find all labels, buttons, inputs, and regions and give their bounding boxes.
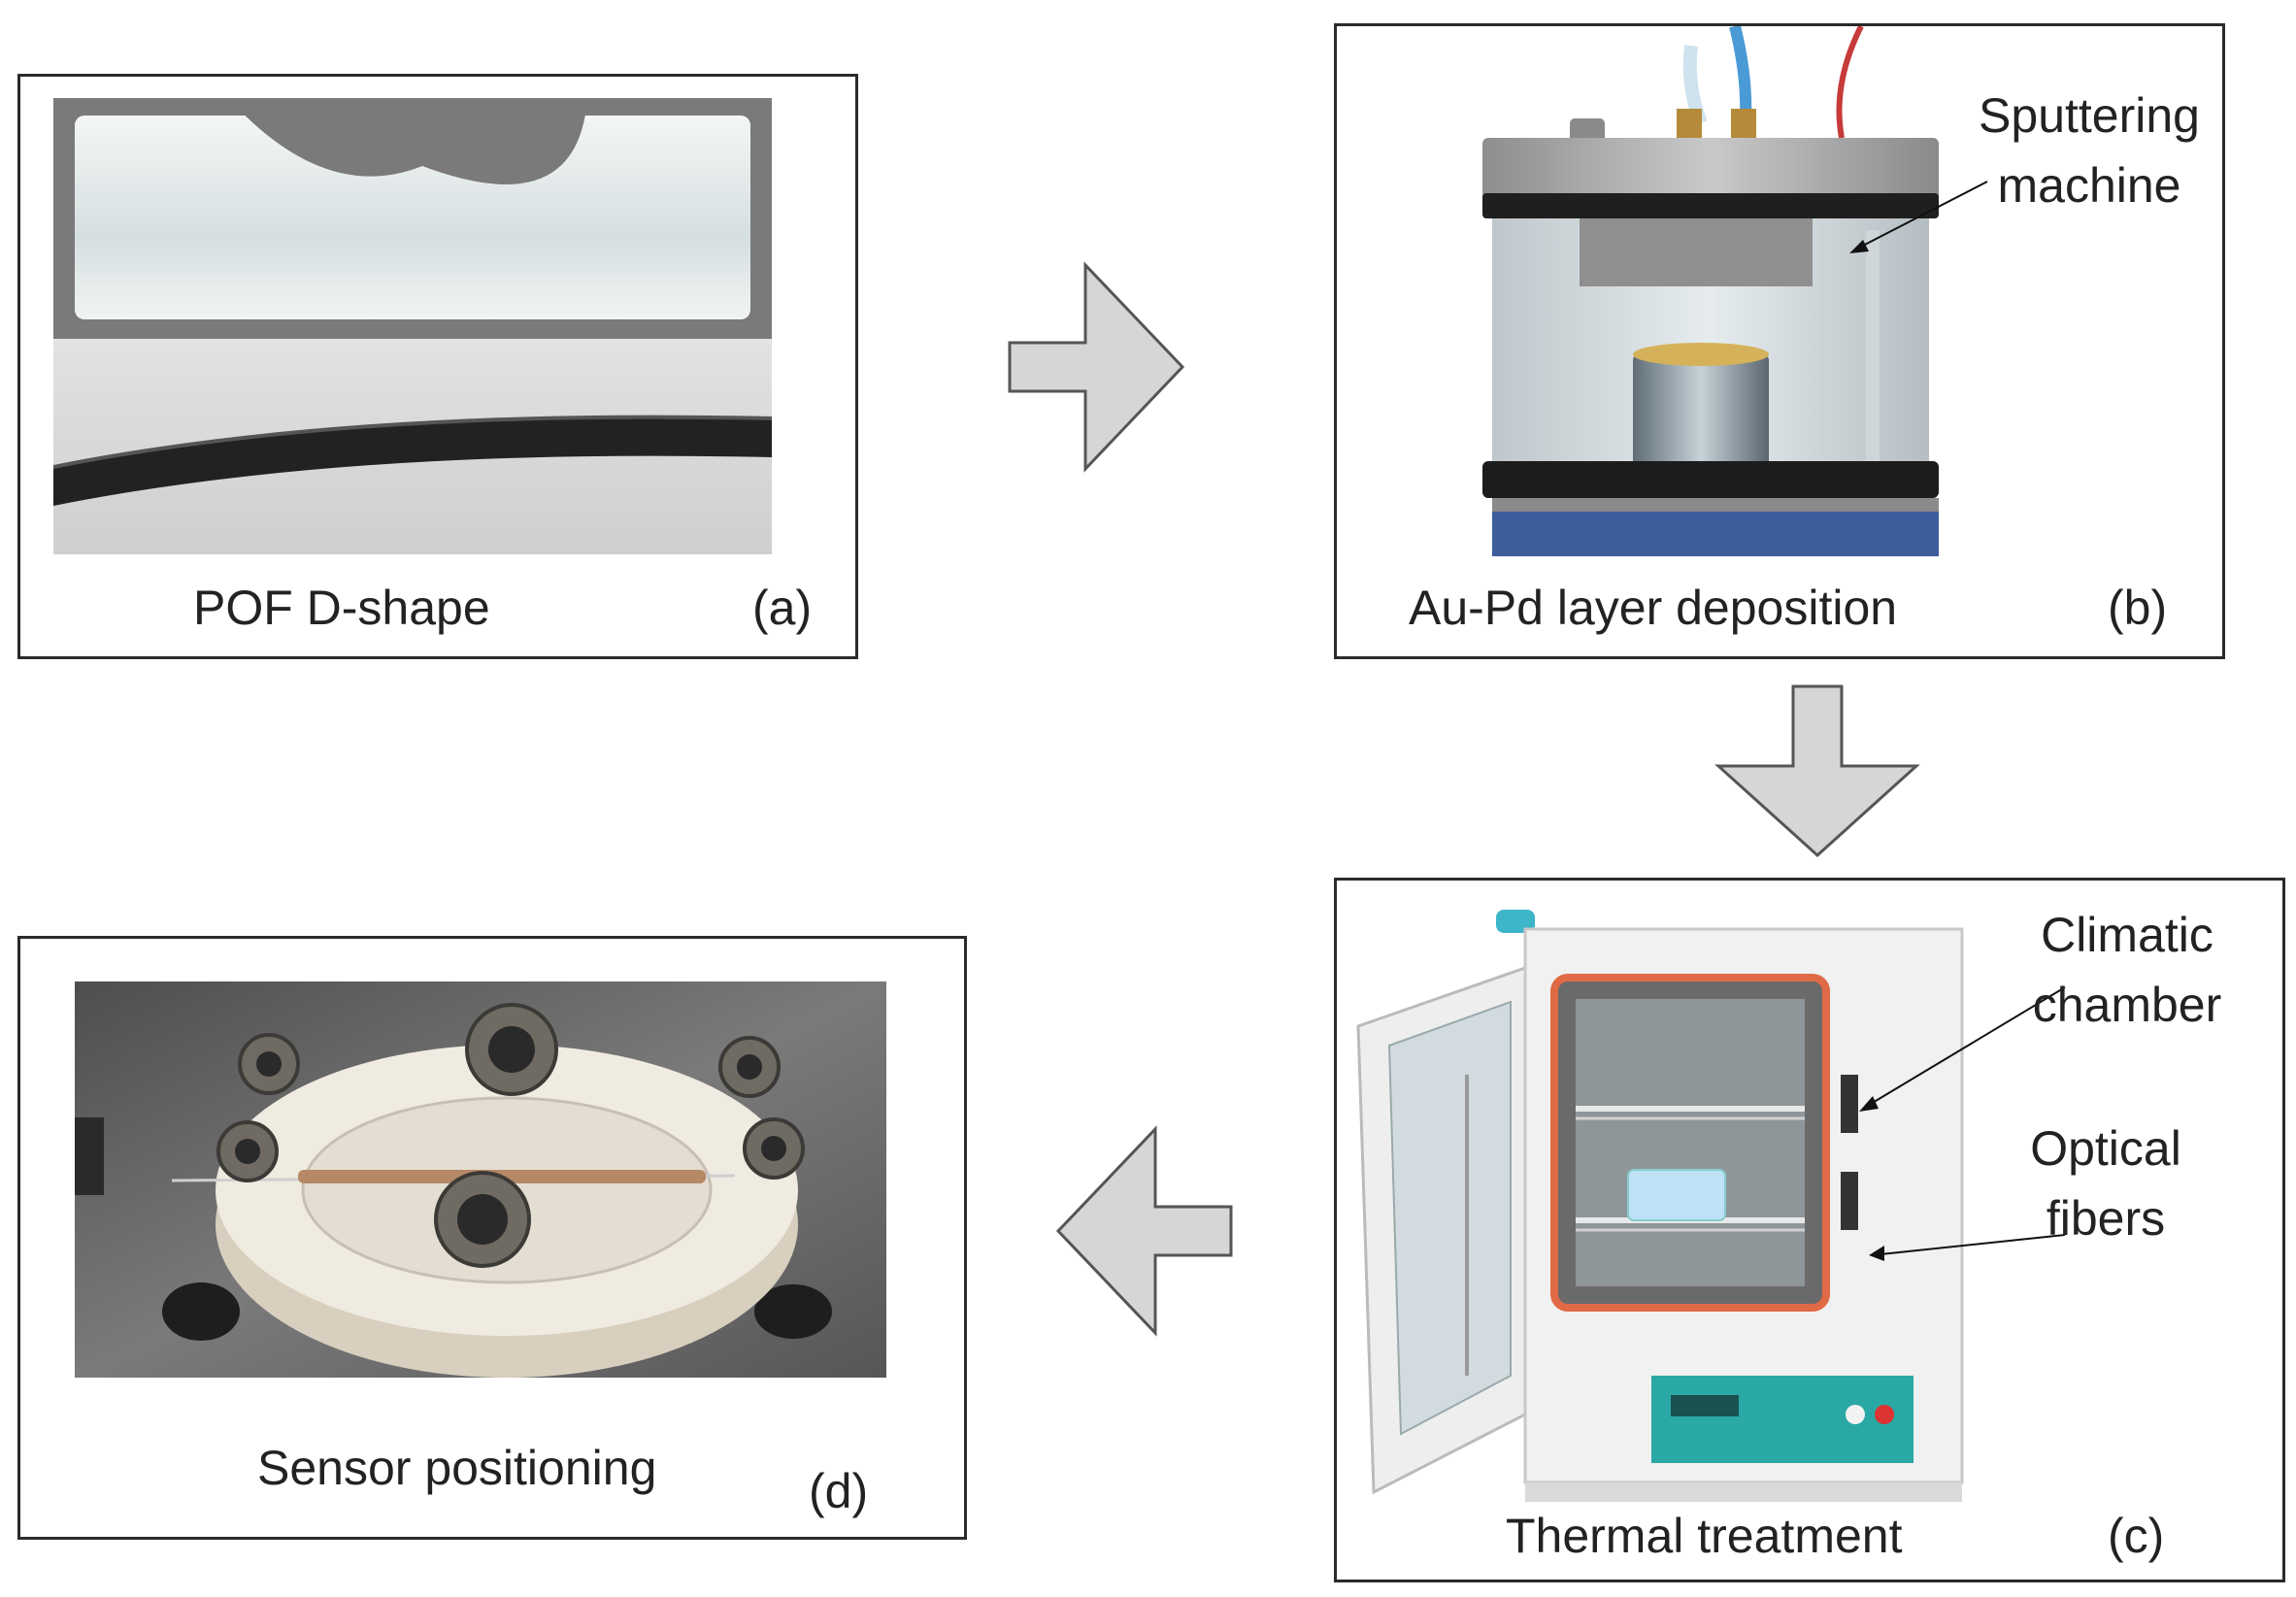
optical-fibers-label: Optical fibers bbox=[1980, 1114, 2232, 1253]
pof-d-shape-image bbox=[53, 98, 772, 554]
optical-fibers-label-line2: fibers bbox=[2046, 1191, 2166, 1246]
panel-b-caption: Au-Pd layer deposition bbox=[1409, 581, 1898, 635]
arrow-right-icon bbox=[1008, 261, 1185, 473]
climatic-chamber-image bbox=[1356, 910, 1964, 1502]
sensor-holder-image bbox=[75, 981, 886, 1378]
arrow-down-icon bbox=[1714, 684, 1920, 858]
optical-fibers-label-line1: Optical bbox=[2030, 1121, 2181, 1176]
panel-c-label: (c) bbox=[2108, 1509, 2165, 1563]
panel-b-label: (b) bbox=[2108, 581, 2168, 635]
sputtering-machine-image bbox=[1482, 26, 1939, 556]
climatic-chamber-label-line2: chamber bbox=[2032, 978, 2222, 1032]
climatic-chamber-label-line1: Climatic bbox=[2041, 908, 2213, 962]
sputtering-machine-label: Sputtering machine bbox=[1958, 81, 2220, 220]
panel-a-caption: POF D-shape bbox=[193, 581, 490, 635]
panel-a-label: (a) bbox=[752, 581, 813, 635]
panel-d: Sensor positioning (d) bbox=[17, 936, 967, 1540]
sputtering-machine-label-line2: machine bbox=[1997, 158, 2181, 213]
arrow-left-icon bbox=[1055, 1125, 1233, 1337]
climatic-chamber-label: Climatic chamber bbox=[2001, 900, 2253, 1040]
panel-c: Climatic chamber Optical fibers Thermal … bbox=[1334, 878, 2285, 1582]
sputtering-machine-label-line1: Sputtering bbox=[1979, 88, 2200, 143]
panel-c-caption: Thermal treatment bbox=[1506, 1509, 1903, 1563]
panel-a: POF D-shape (a) bbox=[17, 74, 858, 659]
panel-d-label: (d) bbox=[809, 1464, 869, 1518]
panel-b: Sputtering machine Au-Pd layer depositio… bbox=[1334, 23, 2225, 659]
panel-d-caption: Sensor positioning bbox=[257, 1441, 657, 1495]
